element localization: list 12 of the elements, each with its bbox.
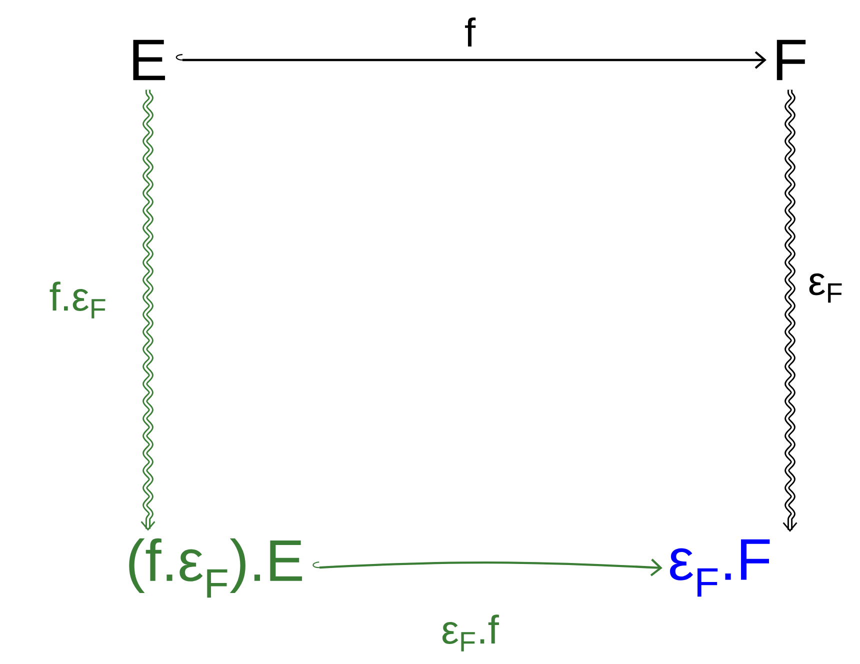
math-object: F — [776, 40, 806, 80]
edge-label: ε$_{F}$.f — [442, 614, 499, 652]
arrow — [312, 558, 662, 576]
arrow — [176, 51, 766, 69]
math-object: E — [133, 40, 166, 80]
arrow — [782, 89, 798, 532]
math-object: ε$_{F}$.F — [670, 539, 770, 597]
arrow — [140, 89, 156, 531]
edge-label: ε$_{F}$ — [809, 273, 842, 303]
edge-label: f — [465, 18, 476, 46]
edge-label: f.ε$_{F}$ — [50, 282, 106, 318]
math-object: (f.ε$_{F}$).E — [129, 538, 302, 598]
